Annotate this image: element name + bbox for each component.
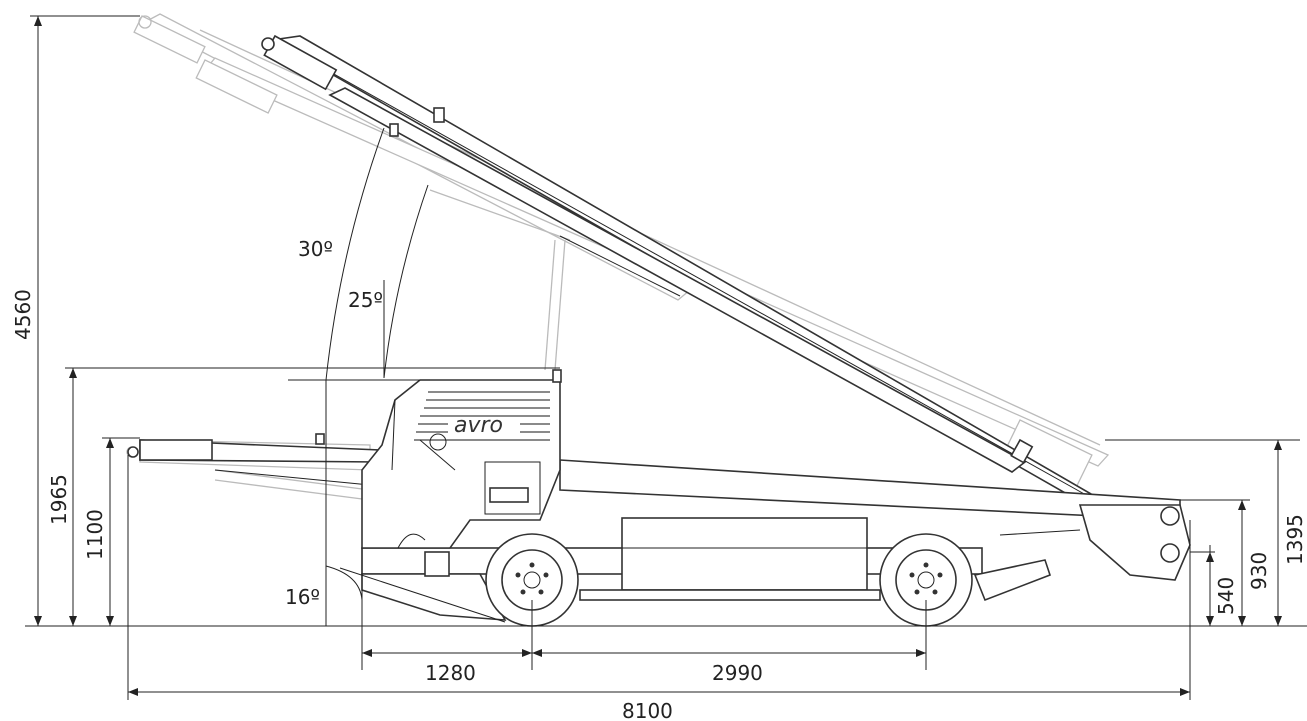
angle-max-incline: 30º: [298, 237, 333, 261]
dim-rear-frame-height: 930: [1247, 552, 1271, 590]
dim-rear-roller-height: 540: [1214, 577, 1238, 615]
rear-wheel: [879, 533, 973, 627]
angle-approach: 16º: [285, 585, 320, 609]
vehicle-chassis: [361, 459, 1191, 621]
raised-conveyor-boom: [261, 34, 1100, 507]
dimension-lines: [30, 15, 1300, 700]
avro-logo: avro: [454, 413, 503, 438]
dim-wheelbase: 2990: [712, 661, 763, 685]
dim-front-overhang: 1280: [425, 661, 476, 685]
front-wheel: [485, 533, 579, 627]
front-belt: [127, 433, 381, 486]
dim-overall-length: 8100: [622, 699, 673, 721]
dim-lowered-height: 1100: [83, 509, 107, 560]
angle-belt-incline: 25º: [348, 288, 383, 312]
operator-cab: [361, 369, 562, 577]
dim-total-height: 4560: [11, 289, 35, 340]
dim-raised-height: 1965: [47, 474, 71, 525]
dim-rear-belt-height: 1395: [1283, 514, 1307, 565]
